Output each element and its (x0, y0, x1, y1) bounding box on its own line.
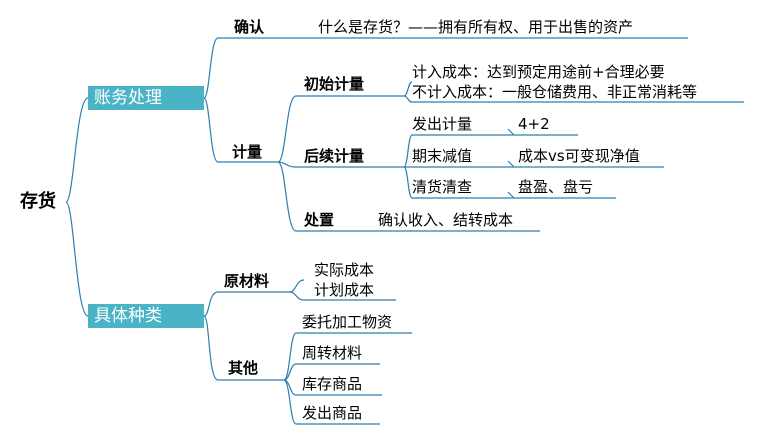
connector-accounting-measure (203, 97, 219, 163)
node-subsequent: 后续计量 (304, 147, 365, 165)
confirm-text: 什么是存货？——拥有所有权、用于出售的资产 (318, 18, 634, 36)
node-raw-materials: 原材料 (224, 272, 270, 290)
connector-subsequent-3 (403, 166, 413, 199)
node-disposal: 处置 (304, 211, 335, 229)
connector-root-types (65, 201, 89, 317)
connector-accounting-confirm (203, 37, 219, 99)
node-confirm: 确认 (234, 18, 265, 36)
sub-row-2-value: 成本vs可变现净值 (518, 147, 640, 165)
raw-item-2: 计划成本 (314, 281, 375, 299)
sub-row-3-name: 清货清查 (412, 178, 473, 196)
connector-types-raw (203, 291, 219, 317)
node-measure: 计量 (232, 143, 263, 161)
connector-other-2 (283, 363, 297, 381)
connector-subsequent-1 (403, 134, 413, 168)
sub-row-1-value: 4+2 (518, 115, 550, 133)
root-node: 存货 (20, 191, 56, 212)
connector-other-4 (283, 379, 297, 425)
sub-row-1-name: 发出计量 (412, 115, 473, 133)
connector-measure-initial (277, 95, 297, 163)
other-item-1: 委托加工物资 (302, 313, 393, 331)
sub-row-2-name: 期末减值 (412, 147, 473, 165)
connector-raw-1 (289, 279, 305, 293)
connector-initial-2 (403, 95, 413, 103)
other-item-3: 库存商品 (302, 375, 363, 393)
divider-sub-row-2 (507, 160, 515, 168)
other-item-4: 发出商品 (302, 404, 363, 422)
connector-raw-2 (289, 291, 305, 301)
raw-item-1: 实际成本 (314, 261, 375, 279)
sub-row-3-value: 盘盈、盘亏 (518, 178, 594, 196)
connector-other-1 (283, 332, 297, 381)
connector-measure-disposal (277, 161, 297, 232)
connector-types-other (203, 315, 219, 381)
node-other: 其他 (228, 359, 259, 377)
other-item-2: 周转材料 (302, 344, 363, 362)
node-accounting: 账务处理 (88, 86, 204, 110)
divider-sub-row-1 (507, 128, 515, 136)
node-initial: 初始计量 (304, 75, 365, 93)
connector-root-accounting (65, 97, 89, 203)
initial-item-1: 计入成本：达到预定用途前+合理必要 (412, 63, 665, 81)
connector-measure-subsequent (277, 161, 297, 168)
divider-sub-row-3 (507, 191, 515, 199)
connector-initial-1 (403, 81, 413, 97)
node-types: 具体种类 (88, 304, 204, 328)
initial-item-2: 不计入成本：一般仓储费用、非正常消耗等 (412, 83, 698, 101)
disposal-text: 确认收入、结转成本 (378, 211, 514, 229)
